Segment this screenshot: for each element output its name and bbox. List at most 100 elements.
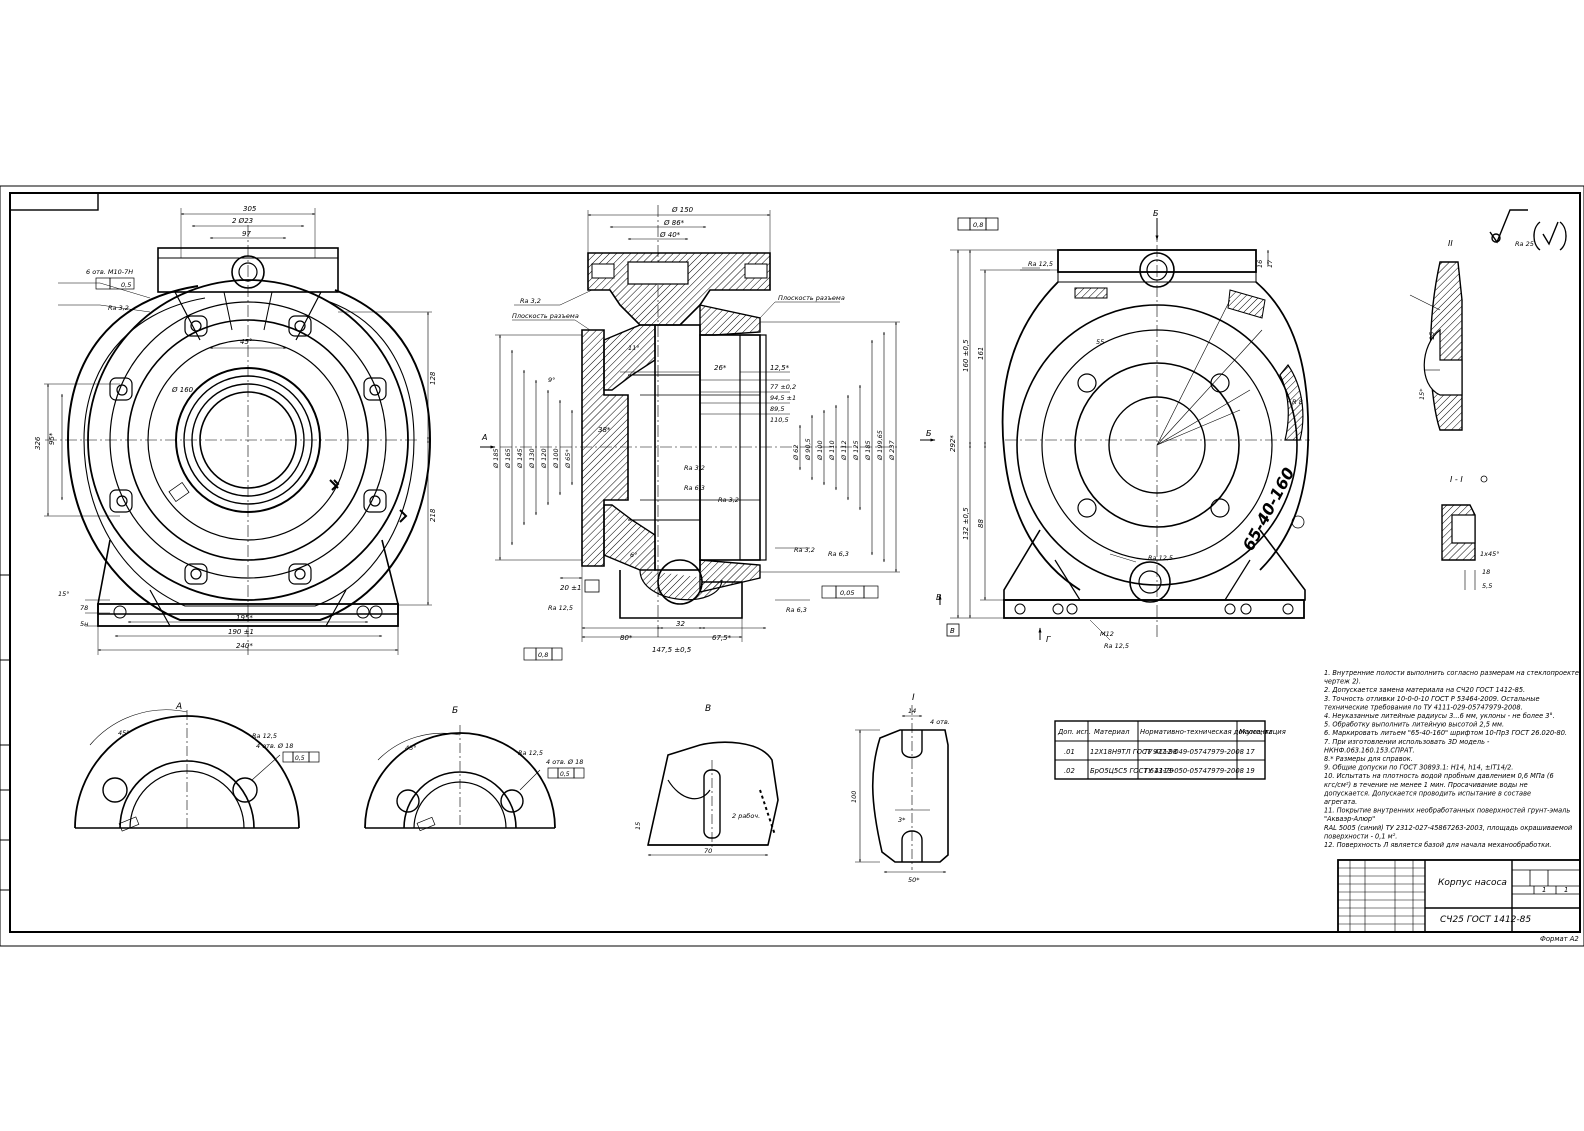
dim-step-2: 94,5 ±1 xyxy=(770,394,796,402)
dim-step-4: 110,5 xyxy=(770,416,789,424)
section-dim3: 5,5 xyxy=(1482,582,1492,590)
dim-305: 305 xyxy=(243,205,257,213)
note-line: 10. Испытать на плотность водой пробным … xyxy=(1324,772,1554,780)
note-line: агрегата. xyxy=(1324,798,1357,806)
roughness-side-125: Ra 12,5 xyxy=(1028,260,1053,268)
side-marker-b: Б xyxy=(926,429,932,438)
roughness-side-b: Ra 12,5 xyxy=(1148,554,1173,562)
dim-240: 240* xyxy=(236,642,253,650)
view-a-holes: 4 отв. Ø 18 xyxy=(256,742,293,750)
view-b-tol: 0,5 xyxy=(560,771,570,778)
note-line: 3. Точность отливки 10-0-0-10 ГОСТ Р 534… xyxy=(1324,695,1540,703)
dim-left-4: Ø 130 xyxy=(528,448,536,469)
note-line: 12. Поверхность Л является базой для нач… xyxy=(1324,841,1552,849)
detail-ii-title: II xyxy=(1448,239,1453,248)
dim-d150: Ø 150 xyxy=(671,206,694,214)
dim-thread-holes: 6 отв. М10-7H xyxy=(86,268,133,276)
note-line: кгс/см²) в течение не менее 1 мин. Проса… xyxy=(1324,781,1528,789)
note-line: 11. Покрытие внутренних необработанных п… xyxy=(1324,807,1570,815)
view-i xyxy=(855,705,949,873)
table-r2-c4: 19 xyxy=(1246,767,1255,775)
dim-80: 80* xyxy=(620,634,633,642)
parting-left: Плоскость разъема xyxy=(512,312,579,320)
dim-right-9: Ø 237 xyxy=(888,440,896,461)
dim-16: 16 xyxy=(1256,260,1264,268)
view-arrow-b: Б xyxy=(1153,209,1159,218)
dim-right-8: Ø 199,65 xyxy=(876,430,884,461)
dim-d40: Ø 40* xyxy=(659,231,681,239)
dim-left-7: Ø 65* xyxy=(564,449,572,469)
section-title: I - I xyxy=(1450,475,1463,484)
note-line: 8.* Размеры для справок. xyxy=(1324,755,1413,763)
parting-top: Плоскость разъема xyxy=(778,294,845,302)
dim-6deg: 6° xyxy=(630,551,637,559)
title-sheet: 1 xyxy=(1542,886,1546,894)
roughness-section-32c: Ra 3,2 xyxy=(718,496,739,504)
title-material: СЧ25 ГОСТ 1412-85 xyxy=(1440,915,1531,925)
table-header-2: Материал xyxy=(1094,728,1130,736)
view-v-dim70: 70 xyxy=(704,847,712,855)
tol-05: 0,5 xyxy=(121,281,131,289)
note-line: 4. Неуказанные литейные радиусы 3...6 мм… xyxy=(1324,712,1555,720)
front-view xyxy=(44,208,432,655)
dim-left-3: Ø 145 xyxy=(516,448,524,469)
technical-notes: 1. Внутренние полости выполнить согласно… xyxy=(1323,669,1581,849)
dim-190: 190 ±1 xyxy=(228,628,254,636)
dim-195: 195* xyxy=(236,614,253,622)
dim-17: 17 xyxy=(1266,259,1274,268)
dim-r8: R 8 xyxy=(1292,398,1303,406)
detail-ii-dim1: 15 xyxy=(1428,332,1436,340)
material-table xyxy=(1054,720,1266,780)
roughness-general-label: Ra 25 xyxy=(1515,240,1534,248)
dim-26: 26* xyxy=(714,364,727,372)
dim-326: 326 xyxy=(34,436,42,450)
table-r1-c4: 17 xyxy=(1246,748,1255,756)
tol-side: 0,8 xyxy=(973,221,983,229)
dim-20: 20 ±1 xyxy=(560,584,581,592)
dim-128: 128 xyxy=(429,371,437,385)
dim-160: 160 ±0,5 xyxy=(962,339,970,372)
note-line: 1. Внутренние полости выполнить согласно… xyxy=(1324,669,1581,677)
dim-55: 55 xyxy=(1096,338,1104,346)
dim-292: 292* xyxy=(949,435,957,452)
dim-step-1: 77 ±0,2 xyxy=(770,383,796,391)
note-line: допускается. Допускается проводить испыт… xyxy=(1323,789,1531,797)
roughness-32: Ra 3,2 xyxy=(108,304,129,312)
dim-675: 67,5* xyxy=(712,634,732,642)
roughness-section-32d: Ra 3,2 xyxy=(684,464,705,472)
title-sheets: 1 xyxy=(1564,886,1568,894)
roughness-section-125: Ra 12,5 xyxy=(548,604,573,612)
note-line: 2. Допускается замена материала на СЧ20 … xyxy=(1324,686,1525,694)
view-b-holes: 4 отв. Ø 18 xyxy=(546,758,583,766)
dim-2holes: 2 Ø23 xyxy=(232,217,253,225)
roughness-side-c: Ra 12,5 xyxy=(1104,642,1129,650)
dim-right-4: Ø 110 xyxy=(828,440,836,461)
dim-32: 32 xyxy=(676,620,685,628)
tol-005: 0,05 xyxy=(840,589,854,597)
section-dim1: 1х45° xyxy=(1480,550,1500,558)
table-r1-c1: .01 xyxy=(1064,748,1075,756)
dim-9deg: 9° xyxy=(548,376,555,384)
side-view-labels: 0,8 Ra 12,5 160 ±0,5 161 292* 132 ±0,5 8… xyxy=(926,209,1303,650)
front-view-labels: 305 2 Ø23 97 6 отв. М10-7H 0,5 Ra 3,2 95… xyxy=(34,205,437,650)
dim-11deg: 11° xyxy=(628,344,640,352)
table-header-4: Масса, кг xyxy=(1239,728,1273,736)
view-a-title: А xyxy=(175,702,182,712)
view-a xyxy=(74,709,320,832)
note-line: 9. Общие допуски по ГОСТ 30893.1: H14, h… xyxy=(1324,764,1513,772)
note-line: 6. Маркировать литьем "65-40-160" шрифто… xyxy=(1324,729,1567,737)
note-line: 7. При изготовлении использовать 3D моде… xyxy=(1324,738,1490,746)
tol-08: 0,8 xyxy=(538,651,548,659)
view-v-dim15: 15 xyxy=(634,822,642,830)
side-view xyxy=(920,217,1310,641)
sheet-frame xyxy=(0,185,1584,947)
dim-right-7: Ø 185 xyxy=(864,440,872,461)
view-v-title: В xyxy=(705,704,711,714)
dim-95: 95* xyxy=(48,432,56,445)
note-line: чертеж 2). xyxy=(1324,678,1361,686)
dim-right-5: Ø 112 xyxy=(840,440,848,461)
dim-left-5: Ø 120 xyxy=(540,448,548,469)
view-arrow-a: А xyxy=(481,433,487,442)
dim-161: 161 xyxy=(977,347,985,360)
view-i-dim50: 50* xyxy=(908,876,920,884)
